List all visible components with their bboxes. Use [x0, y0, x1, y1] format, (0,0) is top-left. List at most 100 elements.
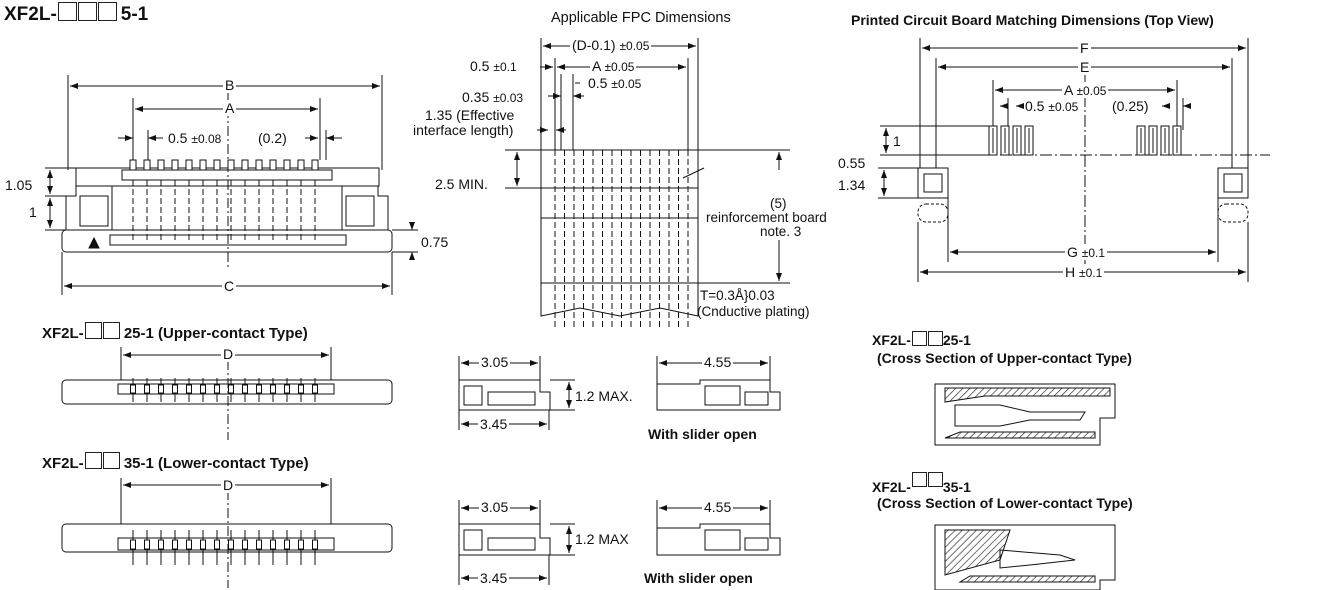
fpc-reinf-1: (5) [770, 196, 787, 211]
lower-contact-pad [200, 539, 206, 550]
front-contact [283, 159, 291, 171]
main-title: XF2L-5-1 [4, 2, 149, 25]
cross-section-upper [934, 383, 1116, 446]
cross-lower-title: XF2L-35-1 [872, 472, 971, 495]
front-contact [129, 159, 137, 171]
lower-contact-pad [298, 539, 304, 550]
fpc-dim-05a: 0.5 ±0.1 [470, 58, 517, 74]
pcb-dim-E: E [1078, 59, 1092, 75]
upper-type-title: XF2L- 25-1 (Upper-contact Type) [42, 322, 308, 342]
upper-contact-pad [242, 384, 248, 394]
upper-contact-pad [228, 384, 234, 394]
upper-contact-pad [200, 384, 206, 394]
side-455-a: 4.55 [702, 354, 734, 370]
upper-contact-pad [214, 384, 220, 394]
pcb-h134: 1.34 [838, 177, 866, 193]
pcb-title: Printed Circuit Board Matching Dimension… [851, 12, 1214, 28]
lower-type-title: XF2L- 35-1 (Lower-contact Type) [42, 452, 309, 472]
lower-contact-pad [242, 539, 248, 550]
pcb-pad-array [988, 125, 1182, 156]
front-contact [311, 159, 319, 171]
fpc-reinf-2: reinforcement board [706, 210, 827, 225]
lower-dim-D: D [221, 477, 236, 493]
side-view-closed-2 [458, 500, 575, 585]
side-305-a: 3.05 [479, 354, 511, 370]
side-max-2: 1.2 MAX [575, 531, 629, 547]
side-305-b: 3.05 [479, 499, 511, 515]
dim-height-105: 1.05 [5, 177, 33, 193]
dim-pitch: 0.5 ±0.08 [168, 130, 222, 146]
fpc-drawing [505, 38, 790, 317]
fpc-dim-035: 0.35 ±0.03 [462, 89, 524, 105]
lower-type-contacts [130, 530, 318, 565]
fpc-reinf-3: note. 3 [760, 224, 802, 239]
pcb-dim-H: H ±0.1 [1063, 264, 1105, 280]
front-contact [255, 159, 263, 171]
lower-contact-pad [144, 539, 150, 550]
lower-contact-pad [270, 539, 276, 550]
fpc-title: Applicable FPC Dimensions [551, 10, 731, 26]
lower-contact-pad [186, 539, 192, 550]
side-345-b: 3.45 [478, 570, 510, 586]
dim-A: A [223, 100, 237, 116]
pcb-dim-A: A ±0.05 [1062, 82, 1109, 98]
pcb-gap: (0.25) [1112, 98, 1149, 114]
lower-contact-pad [256, 539, 262, 550]
side-455-b: 4.55 [702, 499, 734, 515]
lower-contact-pad [130, 539, 136, 550]
pcb-h1: 1 [893, 133, 901, 149]
side-view-closed-1 [458, 356, 575, 430]
lower-contact-pad [284, 539, 290, 550]
cross-upper-desc: (Cross Section of Upper-contact Type) [877, 350, 1132, 366]
front-contact [227, 159, 235, 171]
lower-contact-pad [228, 539, 234, 550]
slider-open-label-1: With slider open [648, 426, 757, 442]
upper-contact-pad [298, 384, 304, 394]
dim-height-075: 0.75 [421, 234, 449, 250]
pcb-pitch: 0.5 ±0.05 [1025, 98, 1079, 114]
side-345-a: 3.45 [478, 416, 510, 432]
front-contact [157, 159, 165, 171]
pcb-dim-F: F [1078, 40, 1091, 56]
dim-gap: (0.2) [258, 130, 287, 146]
front-contact [213, 159, 221, 171]
lower-contact-pad [172, 539, 178, 550]
lower-contact-pad [158, 539, 164, 550]
upper-contact-pad [172, 384, 178, 394]
front-contact [269, 159, 277, 171]
front-view-drawing [45, 75, 418, 295]
upper-contact-pad [158, 384, 164, 394]
fpc-effective-2: interface length) [413, 122, 514, 138]
fpc-dim-d: (D-0.1) ±0.05 [570, 37, 652, 53]
upper-contact-pad [284, 384, 290, 394]
cross-section-lower [934, 524, 1116, 590]
front-view-contacts [129, 159, 319, 240]
side-max-1: 1.2 MAX. [575, 388, 633, 404]
fpc-dim-05b: 0.5 ±0.05 [588, 75, 642, 91]
upper-dim-D: D [221, 346, 236, 362]
slider-open-label-2: With slider open [644, 570, 753, 586]
fpc-min-25: 2.5 MIN. [435, 176, 488, 192]
dim-C: C [222, 278, 237, 294]
fpc-plating: (Cnductive plating) [697, 304, 810, 319]
upper-contact-pad [144, 384, 150, 394]
front-contact [297, 159, 305, 171]
front-contact [185, 159, 193, 171]
front-contact [171, 159, 179, 171]
dim-B: B [223, 77, 237, 93]
fpc-dim-a: A ±0.05 [590, 58, 637, 74]
front-contact [241, 159, 249, 171]
side-view-open-2 [656, 500, 781, 556]
front-contact [143, 159, 151, 171]
lower-contact-pad [312, 539, 318, 550]
upper-contact-pad [130, 384, 136, 394]
upper-type-contacts [130, 378, 318, 402]
dim-height-1: 1 [29, 204, 37, 220]
lower-type-drawing [61, 478, 393, 588]
cross-lower-desc: (Cross Section of Lower-contact Type) [877, 495, 1133, 511]
pcb-dim-G: G ±0.1 [1065, 244, 1108, 260]
fpc-lead-lines [554, 150, 689, 330]
upper-contact-pad [270, 384, 276, 394]
front-contact [199, 159, 207, 171]
